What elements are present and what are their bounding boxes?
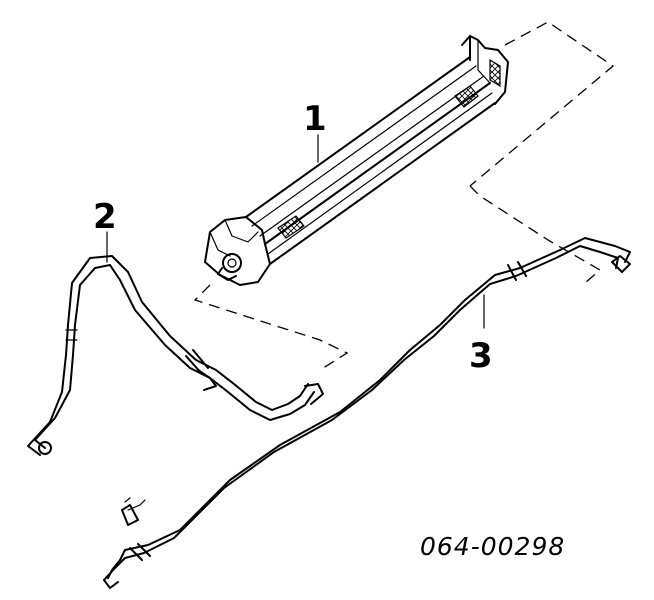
cooler-hose-part-2 bbox=[27, 231, 324, 456]
phantom-outline-lower bbox=[193, 284, 349, 371]
phantom-outline-upper bbox=[469, 21, 615, 284]
oil-cooler-part-1 bbox=[204, 35, 509, 286]
callout-2: 2 bbox=[93, 197, 117, 237]
drawing-part-number: 064-00298 bbox=[420, 532, 565, 561]
cooler-hose-part-3 bbox=[103, 237, 631, 589]
callout-3: 3 bbox=[469, 336, 493, 376]
callout-1: 1 bbox=[303, 99, 327, 139]
